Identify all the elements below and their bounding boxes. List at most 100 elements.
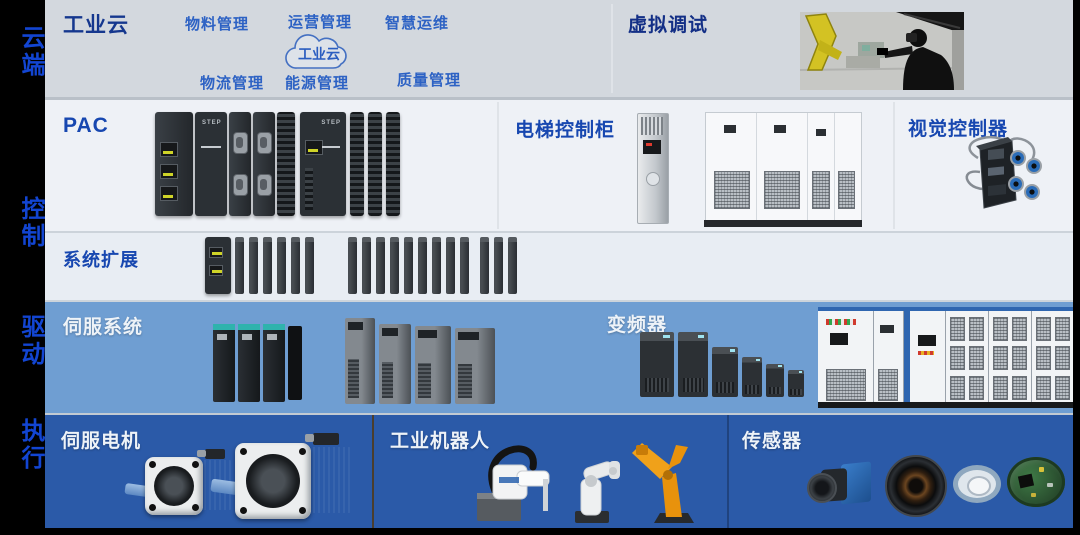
cabinet-vent-mesh <box>1012 375 1027 400</box>
cabinet-vent-mesh <box>950 317 965 341</box>
cabinet-vent-mesh <box>969 346 984 371</box>
motor-connector <box>197 449 225 459</box>
io-slice <box>348 237 357 294</box>
cabinet-vent-mesh <box>1055 375 1070 400</box>
inverter-lineup <box>640 332 815 397</box>
io-slice <box>235 237 244 294</box>
cabinet-vent-mesh <box>878 369 898 401</box>
indicator-lights <box>826 319 856 325</box>
cabinet-display <box>880 325 894 333</box>
io-slice <box>494 237 503 294</box>
servo-drive <box>455 328 495 404</box>
servo-drive-cluster-1 <box>213 324 305 402</box>
flange-bolt <box>192 461 199 468</box>
io-slice <box>446 237 455 294</box>
pac-module-cluster-2: STEP <box>300 112 400 216</box>
virtual-debug-label: 虚拟调试 <box>628 15 709 36</box>
cloud-icon: 工业云 <box>285 34 347 69</box>
cloud-item-smart-om: 智慧运维 <box>385 15 450 32</box>
cloud-icon-label: 工业云 <box>298 46 340 62</box>
cabinet-display <box>643 140 661 154</box>
ethernet-port <box>305 140 323 155</box>
row-separator <box>45 413 1073 415</box>
row-separator <box>45 97 1073 100</box>
expansion-label: 系统扩展 <box>63 250 139 270</box>
cabinet-display <box>724 125 736 133</box>
io-slice <box>277 237 286 294</box>
execution-row-divider-1 <box>372 415 374 528</box>
cabinet-vent-mesh <box>950 346 965 371</box>
servo-drive-side <box>288 326 302 400</box>
servo-motor-small <box>124 449 241 517</box>
expansion-row: 系统扩展 <box>45 233 1073 300</box>
io-slice <box>305 237 314 294</box>
servo-motor-label: 伺服电机 <box>61 431 142 452</box>
ethernet-port <box>160 142 178 157</box>
cabinet-door-seam <box>834 113 835 221</box>
cabinet-vent-mesh <box>1012 346 1027 371</box>
control-row: PAC STEP STEP <box>45 100 1073 231</box>
servo-drive <box>345 318 375 404</box>
cabinet-vent-mesh <box>838 171 855 209</box>
execution-row-divider-2 <box>727 415 729 528</box>
cloud-row-divider <box>611 4 613 93</box>
vision-controller-label: 视觉控制器 <box>908 119 1009 140</box>
encoder-hub <box>967 476 991 496</box>
expansion-head-module <box>205 237 231 294</box>
module-slot <box>201 146 221 148</box>
cabinet-blue-stripe <box>904 311 910 408</box>
cabinet-vent-mesh <box>993 317 1008 341</box>
lens-sensor-image <box>885 455 947 517</box>
side-label-execution-layer: 执行 <box>17 418 44 472</box>
expansion-stick-group <box>480 237 517 294</box>
execution-row: 伺服电机 <box>45 415 1073 528</box>
cabinet-seam <box>945 311 946 408</box>
cabinet-mesh-grid <box>1036 317 1072 401</box>
elevator-cabinet-group <box>704 112 862 227</box>
servo-drive <box>213 324 235 402</box>
plc-cpu-module: STEP <box>300 112 346 216</box>
cabinet-emblem <box>646 172 660 186</box>
module-slot <box>322 146 340 148</box>
expansion-stick-group <box>235 237 314 294</box>
io-slice <box>508 237 517 294</box>
pcb-component <box>1047 483 1053 487</box>
cloud-item-energy: 能源管理 <box>285 75 350 92</box>
flange-bolt <box>149 461 156 468</box>
camera-sensor-image <box>807 461 875 511</box>
motor-flange <box>235 443 311 519</box>
cabinet-seam <box>1031 311 1032 408</box>
plc-io-module <box>229 112 251 216</box>
io-slice <box>480 237 489 294</box>
cloud-row-title: 工业云 <box>63 14 129 37</box>
drive-row: 伺服系统 变频器 <box>45 302 1073 413</box>
cabinet-vent-mesh <box>1036 375 1051 400</box>
elevator-controller-slim-cabinet <box>637 113 669 224</box>
flange-bolt <box>192 504 199 511</box>
cabinet-vent-mesh <box>950 375 965 400</box>
cabinet-door-seam <box>807 113 808 221</box>
inverter-unit <box>788 370 804 397</box>
indicator-lights <box>918 351 934 355</box>
servo-drive <box>379 324 411 404</box>
cabinet-display <box>816 129 826 136</box>
io-slice <box>390 237 399 294</box>
pcb-sensor-image <box>1007 457 1065 507</box>
pcb-chip <box>1017 473 1035 489</box>
inverter-cabinet-row <box>818 307 1073 408</box>
cabinet-door-seam <box>756 113 757 221</box>
inverter-unit <box>678 332 708 397</box>
io-slice <box>432 237 441 294</box>
cabinet-vent-mesh <box>1055 317 1070 341</box>
vision-controller-image <box>965 136 1042 209</box>
cloud-row: 工业云 物料管理 运营管理 智慧运维 物流管理 能源管理 质量管理 工业云 虚拟… <box>45 0 1073 97</box>
io-slice <box>376 237 385 294</box>
cabinet-vent-mesh <box>764 171 800 209</box>
io-slice <box>263 237 272 294</box>
cloud-item-material: 物料管理 <box>185 16 250 33</box>
cloud-item-logistics: 物流管理 <box>200 75 265 92</box>
plc-slice-module <box>368 112 382 216</box>
row-separator <box>45 231 1073 233</box>
cabinet-vent-mesh <box>993 346 1008 371</box>
control-row-divider-2 <box>893 102 895 229</box>
